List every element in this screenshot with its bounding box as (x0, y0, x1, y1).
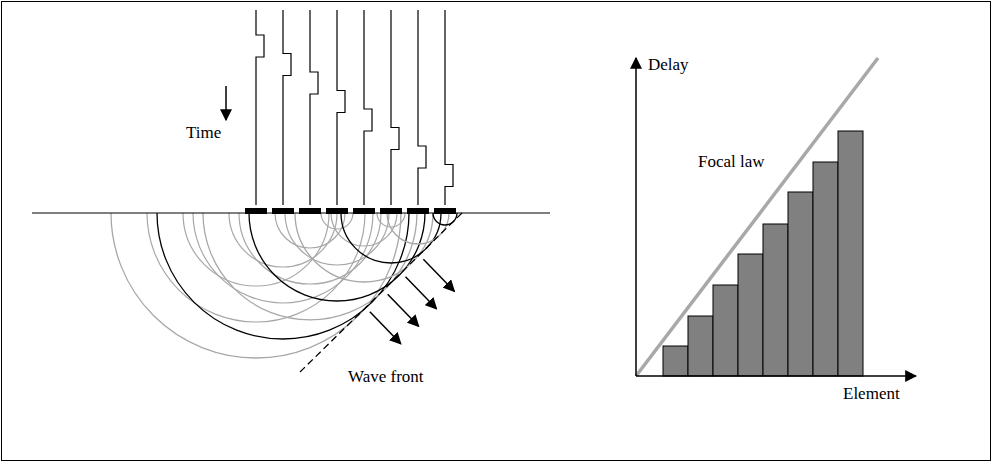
wavelet-arc (157, 213, 409, 339)
pulse-trace (310, 10, 318, 205)
axis-label: Delay (648, 56, 689, 75)
wavelet-arc (321, 213, 353, 229)
pulse-trace (418, 10, 426, 205)
pulse-trace (364, 10, 372, 205)
delay-bar (713, 285, 738, 376)
array-element (299, 208, 321, 214)
wavelet-arc (203, 213, 417, 320)
pulse-trace (256, 10, 264, 205)
wavelet-arc (285, 213, 389, 265)
wavelet-arc (387, 213, 449, 244)
wavelet-arc (433, 213, 457, 225)
pulse-trace (391, 10, 399, 205)
delay-bar (688, 316, 713, 376)
time-arrow (225, 86, 227, 120)
propagation-arrow (388, 294, 419, 326)
delay-bar (663, 346, 688, 376)
array-element (380, 208, 402, 214)
array-element (353, 208, 375, 214)
wavelets (111, 213, 457, 358)
array-element (407, 208, 429, 214)
array-element (326, 208, 348, 214)
pulse-trace (337, 10, 345, 205)
pulse-trace (445, 10, 453, 205)
delay-bar (738, 254, 763, 376)
axis-label: Time (186, 124, 221, 143)
wavelet-arc (295, 213, 433, 282)
propagation-arrow (370, 312, 401, 344)
wavelet-arc (229, 213, 337, 267)
propagation-arrow (423, 259, 454, 291)
y-axis (635, 58, 637, 376)
wavelet-arc (249, 213, 425, 301)
array-element (434, 208, 456, 214)
callout-label: Wave front (348, 368, 424, 387)
focal-law-line (636, 58, 878, 376)
x-axis (636, 375, 916, 377)
pulse-trace (283, 10, 291, 205)
delay-bar (838, 131, 863, 376)
array-element (245, 208, 267, 214)
wavelet-arc (239, 213, 381, 284)
array-element (272, 208, 294, 214)
callout-label: Focal law (698, 153, 765, 172)
delay-bar (763, 224, 788, 376)
delay-bar (788, 192, 813, 376)
axis-label: Element (843, 385, 900, 404)
wave-front-line (300, 213, 462, 372)
wavelet-arc (193, 213, 373, 303)
propagation-arrow (406, 277, 437, 309)
wavelet-arc (341, 213, 441, 263)
delay-bar (813, 162, 838, 376)
wavelet-arc (183, 213, 329, 286)
